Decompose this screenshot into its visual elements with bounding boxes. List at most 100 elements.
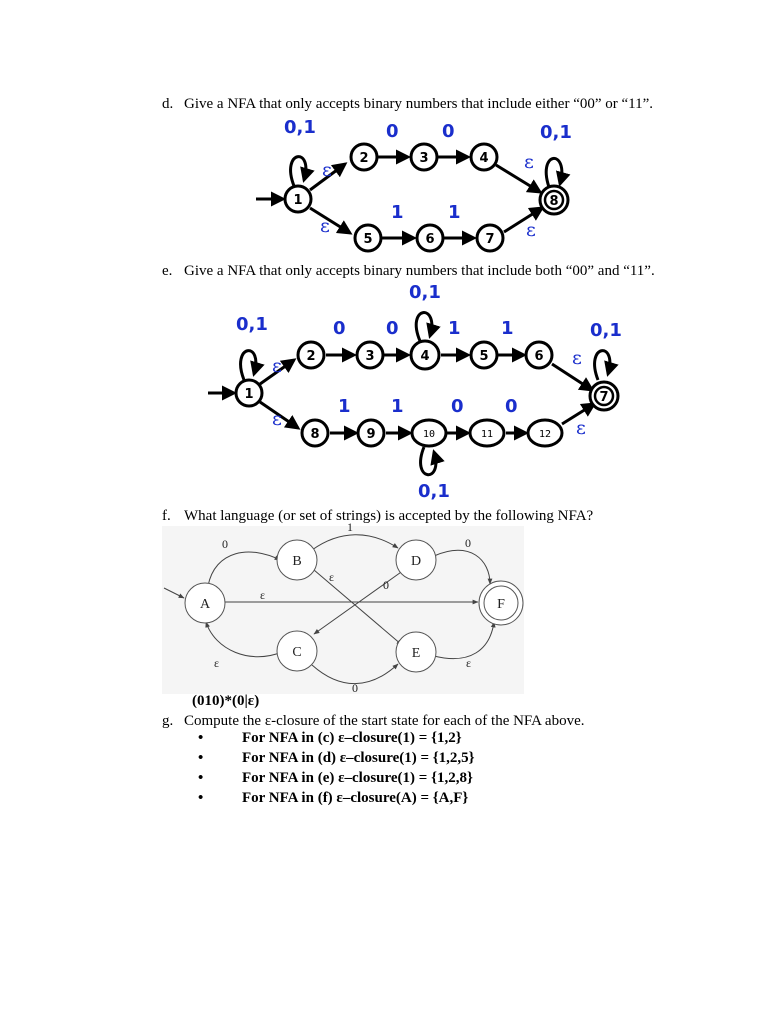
nfa-f-label-be: ε — [329, 570, 334, 584]
nfa-d-state-1: 1 — [283, 184, 313, 214]
question-d-letter: d. — [162, 96, 174, 112]
nfa-f-state-c: C — [276, 630, 318, 672]
svg-text:6: 6 — [534, 349, 543, 364]
nfa-e-edge-1-2 — [259, 358, 297, 386]
nfa-e-state-6: 6 — [524, 340, 554, 370]
question-d-text: Give a NFA that only accepts binary numb… — [184, 96, 654, 112]
nfa-d-state-5: 5 — [353, 223, 383, 253]
nfa-d-label-bot-b: 1 — [448, 202, 461, 223]
nfa-d-label-bot-a: 1 — [391, 202, 404, 223]
nfa-e-label-t0a: 0 — [333, 318, 346, 339]
bullet-icon: • — [198, 790, 204, 806]
nfa-f-edge-b-d — [311, 534, 399, 551]
nfa-f-label-dc: 0 — [383, 578, 389, 592]
nfa-f-edge-e-f — [433, 621, 496, 660]
closure-text: For NFA in (f) ε–closure(A) = {A,F} — [242, 790, 469, 806]
nfa-d-label-eps-12: ε — [322, 159, 332, 181]
nfa-e-label-eps-127: ε — [576, 417, 586, 439]
nfa-e-state-12: 12 — [526, 418, 564, 448]
svg-text:B: B — [292, 554, 301, 569]
closure-text: For NFA in (d) ε–closure(1) = {1,2,5} — [242, 750, 475, 766]
nfa-e-label-b0b: 0 — [505, 396, 518, 417]
nfa-d-state-6: 6 — [415, 223, 445, 253]
answer-f: (010)*(0|ε) — [192, 693, 260, 709]
svg-text:F: F — [497, 597, 505, 612]
nfa-e-edge-12-7 — [561, 402, 597, 426]
nfa-d-state-2: 2 — [349, 142, 379, 172]
svg-text:2: 2 — [359, 151, 368, 166]
nfa-f-start-arrow — [163, 587, 185, 599]
question-f-letter: f. — [162, 508, 171, 524]
closure-list: •For NFA in (c) ε–closure(1) = {1,2} • Fo… — [198, 728, 475, 808]
question-d: d. Give a NFA that only accepts binary nu… — [162, 95, 653, 113]
nfa-f-edge-c-e — [311, 663, 399, 685]
svg-text:A: A — [200, 597, 211, 612]
nfa-e-label-eps-12: ε — [272, 355, 282, 377]
question-e: e.Give a NFA that only accepts binary nu… — [162, 262, 655, 280]
nfa-d-state-4: 4 — [469, 142, 499, 172]
nfa-e-label-loop4: 0,1 — [409, 282, 441, 303]
svg-text:5: 5 — [363, 232, 372, 247]
nfa-e-state-9: 9 — [356, 418, 386, 448]
question-e-letter: e. — [162, 263, 173, 279]
nfa-f-label-df: 0 — [465, 536, 471, 550]
nfa-f-state-b: B — [276, 539, 318, 581]
nfa-f-edge-c-a — [205, 621, 283, 658]
svg-text:8: 8 — [549, 194, 558, 209]
nfa-f-edge-d-f — [433, 549, 493, 585]
nfa-e-loop-10 — [419, 446, 445, 477]
nfa-e-label-loop7: 0,1 — [590, 320, 622, 341]
svg-text:7: 7 — [485, 232, 494, 247]
svg-text:1: 1 — [244, 387, 253, 402]
svg-text:3: 3 — [419, 151, 428, 166]
nfa-d-state-7: 7 — [475, 223, 505, 253]
nfa-e-state-5: 5 — [469, 340, 499, 370]
bullet-icon: • — [198, 750, 204, 766]
nfa-d-edge-4-8 — [495, 163, 543, 194]
nfa-f-label-ef: ε — [466, 656, 471, 670]
nfa-e-state-11: 11 — [468, 418, 506, 448]
svg-text:4: 4 — [420, 349, 429, 364]
svg-text:9: 9 — [366, 427, 375, 442]
nfa-d-edge-1-5 — [309, 206, 353, 235]
nfa-e-edge-1-8 — [259, 400, 301, 430]
svg-text:10: 10 — [423, 429, 435, 440]
svg-text:3: 3 — [365, 349, 374, 364]
nfa-f-state-a: A — [184, 582, 226, 624]
nfa-e-loop-1 — [239, 349, 265, 381]
nfa-e-label-b1b: 1 — [391, 396, 404, 417]
svg-text:7: 7 — [599, 390, 608, 405]
nfa-f-label-ac: ε — [214, 656, 219, 670]
bullet-icon: • — [198, 730, 204, 746]
nfa-d-loop-1 — [289, 155, 315, 187]
nfa-e-label-t1a: 1 — [448, 318, 461, 339]
nfa-d-label-eps-78: ε — [526, 219, 536, 241]
closure-item: • For NFA in (d) ε–closure(1) = {1,2,5} — [198, 748, 475, 768]
nfa-f-label-bd: 1 — [347, 520, 353, 534]
nfa-e-label-t0b: 0 — [386, 318, 399, 339]
svg-text:D: D — [411, 554, 421, 569]
nfa-e-label-eps-67: ε — [572, 347, 582, 369]
nfa-f-edge-a-b — [207, 551, 281, 587]
question-f: f.What language (or set of strings) is a… — [162, 507, 593, 525]
nfa-f-state-f-accept: F — [478, 580, 524, 626]
nfa-d-label-eps-15: ε — [320, 215, 330, 237]
svg-text:1: 1 — [293, 193, 302, 208]
nfa-d-label-eps-48: ε — [524, 151, 534, 173]
nfa-e-label-eps-18: ε — [272, 408, 282, 430]
nfa-d-edge-1-2 — [309, 162, 348, 192]
nfa-d-loop-8 — [544, 156, 571, 191]
nfa-d-edge-7-8 — [503, 206, 545, 234]
nfa-e-label-b1a: 1 — [338, 396, 351, 417]
svg-text:2: 2 — [306, 349, 315, 364]
nfa-e-label-b0a: 0 — [451, 396, 464, 417]
svg-text:12: 12 — [539, 429, 551, 440]
nfa-e-state-4: 4 — [409, 339, 441, 371]
nfa-e-loop-7 — [593, 349, 619, 381]
question-g: g.Compute the ε-closure of the start sta… — [162, 712, 584, 730]
nfa-f-label-ce: 0 — [352, 681, 358, 695]
svg-text:6: 6 — [425, 232, 434, 247]
nfa-d-label-loop1: 0,1 — [284, 117, 316, 138]
closure-item: •For NFA in (c) ε–closure(1) = {1,2} — [198, 728, 475, 748]
closure-text: For NFA in (e) ε–closure(1) = {1,2,8} — [242, 770, 473, 786]
